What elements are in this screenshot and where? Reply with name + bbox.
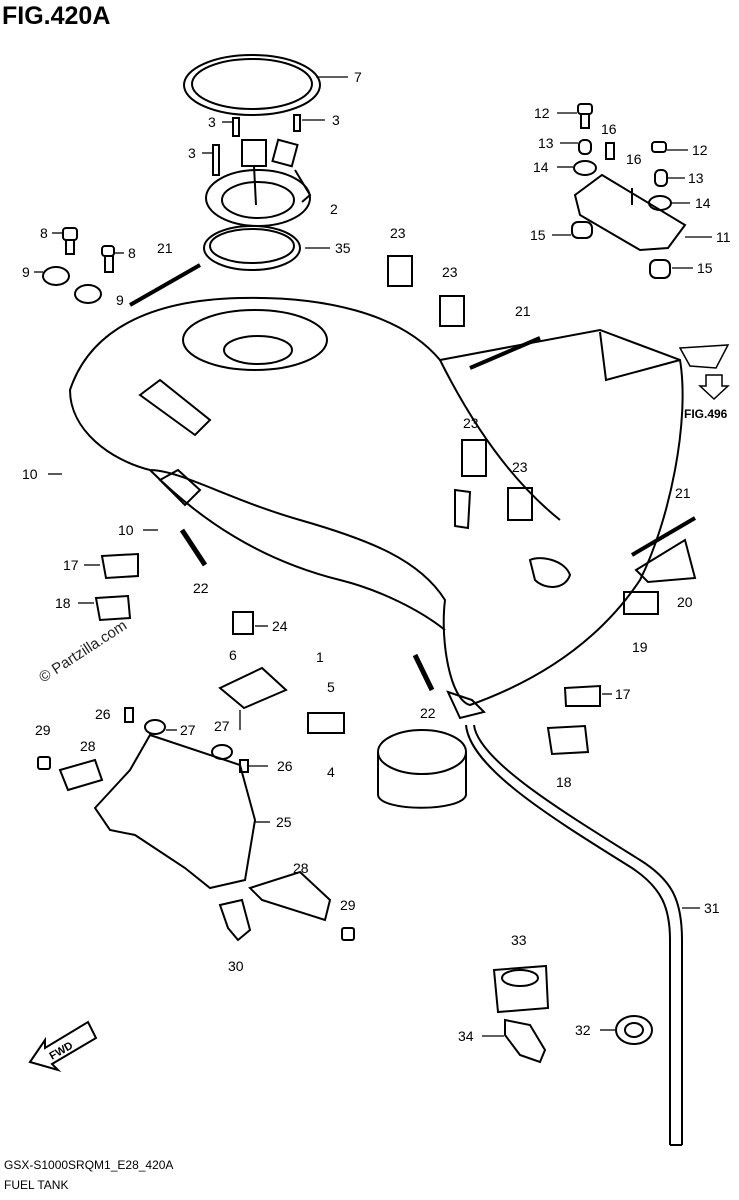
cap-gasket-part-35 bbox=[203, 225, 301, 271]
model-code: GSX-S1000SRQM1_E28_420A bbox=[4, 1158, 174, 1172]
reference-arrow-icon bbox=[678, 344, 730, 401]
leader-lines bbox=[34, 76, 712, 1037]
callout-23: 23 bbox=[463, 415, 479, 431]
callout-9: 9 bbox=[22, 264, 30, 280]
callout-26: 26 bbox=[95, 706, 111, 722]
callout-28: 28 bbox=[80, 738, 96, 754]
callout-29: 29 bbox=[340, 897, 356, 913]
cushions-part-22 bbox=[179, 528, 435, 692]
callout-26: 26 bbox=[277, 758, 293, 774]
drain-hose-part-31 bbox=[465, 724, 683, 1146]
callout-4: 4 bbox=[327, 764, 335, 780]
callout-28: 28 bbox=[293, 860, 309, 876]
callout-labels: 7 3 3 3 2 35 12 13 16 14 16 12 13 14 15 … bbox=[22, 69, 731, 1063]
callout-32: 32 bbox=[575, 1022, 591, 1038]
callout-9: 9 bbox=[116, 292, 124, 308]
callout-3: 3 bbox=[188, 145, 196, 161]
callout-10: 10 bbox=[118, 522, 134, 538]
callout-16: 16 bbox=[601, 121, 617, 137]
fig-reference-label: FIG.496 bbox=[684, 407, 728, 421]
callout-35: 35 bbox=[335, 240, 351, 256]
callout-33: 33 bbox=[511, 932, 527, 948]
callout-23: 23 bbox=[442, 264, 458, 280]
callout-27: 27 bbox=[180, 722, 196, 738]
callout-6: 6 bbox=[229, 647, 237, 663]
callout-12: 12 bbox=[534, 105, 550, 121]
callout-24: 24 bbox=[272, 618, 288, 634]
callout-12: 12 bbox=[692, 142, 708, 158]
callout-8: 8 bbox=[128, 245, 136, 261]
callout-23: 23 bbox=[512, 459, 528, 475]
callout-20: 20 bbox=[677, 594, 693, 610]
hose-clamp-part-32 bbox=[615, 1015, 653, 1045]
fuel-tank-body-part-1 bbox=[68, 296, 684, 720]
callout-27: 27 bbox=[214, 718, 230, 734]
callout-5: 5 bbox=[327, 679, 335, 695]
figure-title: FIG.420A bbox=[2, 2, 111, 30]
callout-21: 21 bbox=[157, 240, 173, 256]
protector-band-part-4 bbox=[377, 729, 467, 809]
callout-30: 30 bbox=[228, 958, 244, 974]
forward-arrow-icon bbox=[28, 1020, 98, 1073]
callout-22: 22 bbox=[420, 705, 436, 721]
callout-1: 1 bbox=[316, 649, 324, 665]
callout-21: 21 bbox=[675, 485, 691, 501]
callout-23: 23 bbox=[390, 225, 406, 241]
callout-34: 34 bbox=[458, 1028, 474, 1044]
fuel-cap-part-2 bbox=[205, 138, 312, 227]
callout-17: 17 bbox=[63, 557, 79, 573]
callout-25: 25 bbox=[276, 814, 292, 830]
callout-15: 15 bbox=[697, 260, 713, 276]
callout-31: 31 bbox=[704, 900, 720, 916]
callout-15: 15 bbox=[530, 227, 546, 243]
callout-18: 18 bbox=[55, 595, 71, 611]
callout-14: 14 bbox=[695, 195, 711, 211]
hose-holder-parts-33-34 bbox=[492, 964, 550, 1064]
callout-14: 14 bbox=[533, 159, 549, 175]
callout-3: 3 bbox=[208, 114, 216, 130]
callout-3: 3 bbox=[332, 112, 340, 128]
callout-2: 2 bbox=[330, 201, 338, 217]
plates-parts-28-29-30 bbox=[37, 756, 355, 942]
callout-7: 7 bbox=[354, 69, 362, 85]
adhesive-pads-part-23 bbox=[387, 255, 533, 521]
figure-caption: FUEL TANK bbox=[4, 1178, 69, 1192]
callout-16: 16 bbox=[626, 151, 642, 167]
seal-strips-part-21 bbox=[129, 263, 697, 557]
callout-19: 19 bbox=[632, 639, 648, 655]
bracket-assembly-parts-11-16 bbox=[571, 103, 687, 279]
callout-13: 13 bbox=[538, 135, 554, 151]
labels-parts-5-6-24 bbox=[218, 611, 345, 734]
callout-10: 10 bbox=[22, 466, 38, 482]
callout-11: 11 bbox=[716, 229, 731, 245]
cap-bolts-part-3 bbox=[212, 114, 301, 176]
bracket-part-25 bbox=[93, 707, 257, 890]
callout-8: 8 bbox=[40, 225, 48, 241]
callout-22: 22 bbox=[193, 580, 209, 596]
callout-29: 29 bbox=[35, 722, 51, 738]
callout-18: 18 bbox=[556, 774, 572, 790]
gasket-ring-part-7 bbox=[183, 54, 321, 116]
callout-13: 13 bbox=[688, 170, 704, 186]
mounting-rubbers-parts-8-9 bbox=[42, 227, 115, 304]
buffers-parts-17-20 bbox=[94, 538, 697, 756]
callout-17: 17 bbox=[615, 686, 631, 702]
callout-21: 21 bbox=[515, 303, 531, 319]
